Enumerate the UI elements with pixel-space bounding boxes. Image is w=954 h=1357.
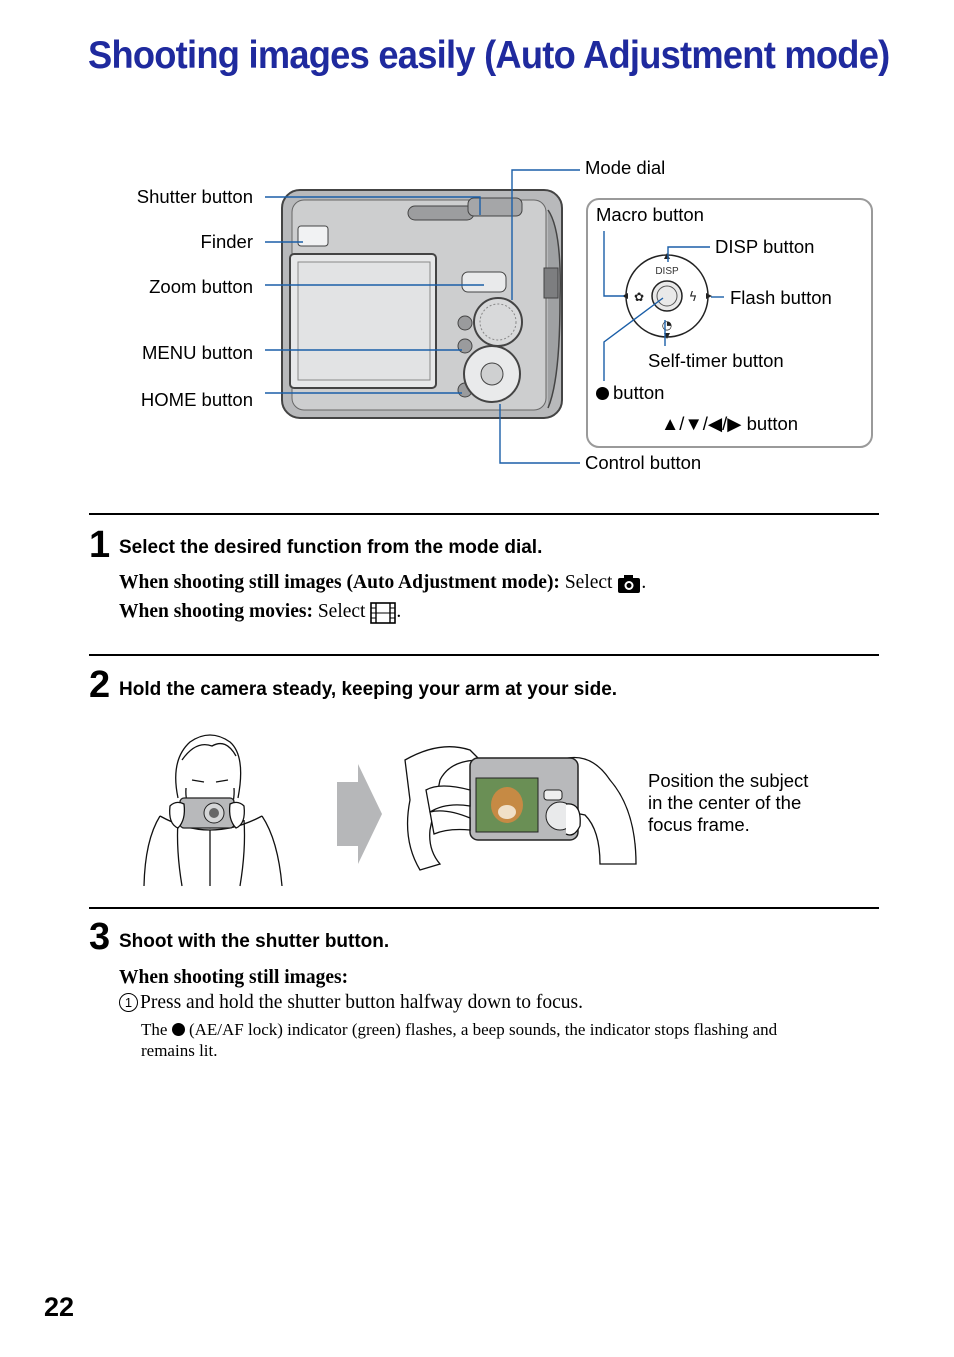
divider	[89, 654, 879, 656]
macro-button-label: Macro button	[596, 204, 704, 225]
finder-label: Finder	[200, 231, 253, 252]
step-heading: Shoot with the shutter button.	[119, 931, 390, 952]
step-heading: Select the desired function from the mod…	[119, 537, 543, 558]
step-number: 3	[89, 916, 111, 958]
step-heading: Hold the camera steady, keeping your arm…	[119, 679, 618, 700]
center-button-label: button	[596, 382, 664, 404]
svg-text:◔: ◔	[662, 318, 672, 332]
camera-illustration	[281, 189, 563, 419]
page-title: Shooting images easily (Auto Adjustment …	[88, 34, 890, 77]
divider	[89, 907, 879, 909]
position-caption: Position the subject in the center of th…	[648, 770, 809, 835]
menu-button-label: MENU button	[141, 342, 253, 363]
control-button-closeup: DISP ϟ ✿ ◔	[622, 253, 712, 339]
svg-text:ϟ: ϟ	[689, 290, 698, 305]
home-button-label: HOME button	[140, 389, 253, 410]
camera-mode-icon	[618, 574, 641, 593]
control-button-label: Control button	[585, 452, 702, 473]
disp-button-label: DISP button	[715, 236, 815, 257]
shutter-button-label: Shutter button	[136, 186, 253, 207]
ae-af-lock-dot-icon	[171, 1023, 185, 1036]
holding-camera-illustration	[143, 734, 637, 887]
movie-mode-icon	[370, 601, 397, 624]
step-number: 1	[89, 524, 111, 566]
step3-subheading: When shooting still images:	[119, 967, 349, 988]
divider	[89, 513, 879, 515]
self-timer-button-label: Self-timer button	[648, 350, 784, 371]
step3-note: The (AE/AF lock) indicator (green) flash…	[141, 1020, 778, 1060]
zoom-button-label: Zoom button	[149, 276, 253, 297]
step-number: 2	[89, 664, 111, 706]
circled-number-icon: 1	[119, 993, 138, 1012]
flash-button-label: Flash button	[730, 287, 832, 308]
step1-line1: When shooting still images (Auto Adjustm…	[119, 572, 647, 593]
page-number: 22	[44, 1292, 75, 1322]
mode-dial-label: Mode dial	[585, 157, 666, 178]
center-dot-icon	[596, 387, 609, 400]
svg-text:DISP: DISP	[655, 266, 679, 277]
step1-line2: When shooting movies: Select .	[119, 601, 402, 624]
camera-diagram: DISP ϟ ✿ ◔	[265, 169, 873, 464]
svg-text:✿: ✿	[634, 290, 644, 304]
arrow-right-icon	[337, 764, 382, 864]
arrows-button-label: ▲/▼/◀/▶ button	[661, 413, 799, 434]
